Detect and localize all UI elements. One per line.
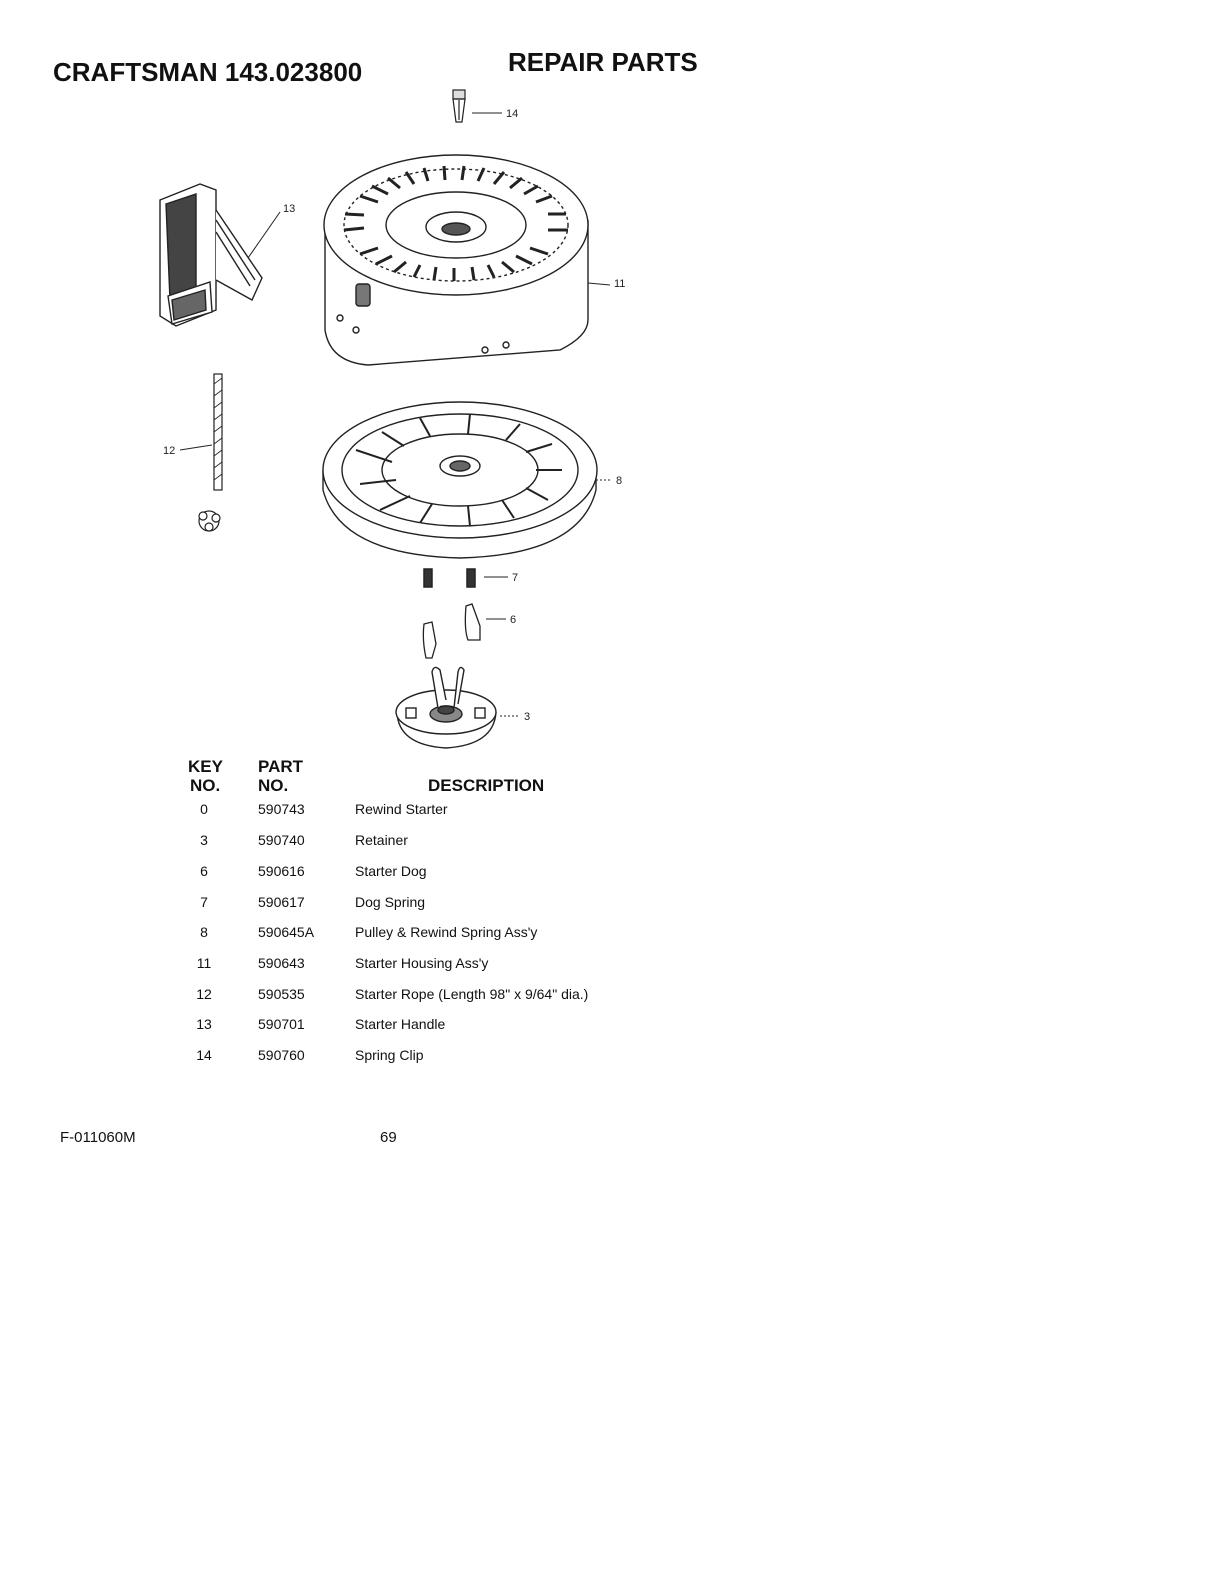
callout-14: 14 (506, 108, 518, 120)
key-number: 8 (200, 924, 208, 940)
part-no-header-line2: NO. (258, 776, 289, 795)
parts-row: 12 590535 Starter Rope (Length 98" x 9/6… (0, 986, 800, 1006)
form-code: F-011060M (60, 1129, 136, 1146)
parts-row: 0 590743 Rewind Starter (0, 801, 800, 821)
spring-clip-part (452, 89, 466, 123)
starter-handle-part (159, 183, 263, 327)
part-number: 590643 (258, 955, 305, 971)
key-number: 3 (200, 832, 208, 848)
part-number: 590760 (258, 1047, 305, 1063)
pulley-part (322, 401, 598, 559)
key-number: 0 (200, 801, 208, 817)
retainer-part (395, 666, 497, 749)
part-description: Starter Rope (Length 98" x 9/64" dia.) (355, 986, 589, 1002)
key-no-header-line2: NO. (190, 776, 221, 795)
callout-13: 13 (283, 203, 295, 215)
part-description: Starter Housing Ass'y (355, 955, 489, 971)
parts-row: 13 590701 Starter Handle (0, 1016, 800, 1036)
part-description: Rewind Starter (355, 801, 448, 817)
part-number: 590743 (258, 801, 305, 817)
part-number: 590535 (258, 986, 305, 1002)
section-title: REPAIR PARTS (508, 47, 698, 77)
part-number: 590645A (258, 924, 315, 940)
starter-housing-part (323, 154, 589, 366)
key-number: 11 (196, 955, 212, 971)
starter-dog-part (422, 603, 481, 659)
part-number: 590701 (258, 1016, 305, 1032)
callout-12: 12 (163, 445, 175, 457)
callout-3: 3 (524, 711, 530, 723)
callout-11: 11 (614, 278, 625, 290)
page-number: 69 (380, 1129, 397, 1146)
callout-8: 8 (616, 475, 622, 487)
key-number: 6 (200, 863, 208, 879)
part-description: Spring Clip (355, 1047, 424, 1063)
key-number: 7 (200, 894, 208, 910)
parts-row: 14 590760 Spring Clip (0, 1047, 800, 1067)
part-no-header-line1: PART (258, 757, 304, 776)
parts-row: 6 590616 Starter Dog (0, 863, 800, 883)
key-number: 13 (196, 1016, 212, 1032)
parts-row: 11 590643 Starter Housing Ass'y (0, 955, 800, 975)
part-description: Dog Spring (355, 894, 426, 910)
key-no-header-line1: KEY (188, 757, 223, 776)
dog-spring-part (423, 568, 476, 588)
callout-6: 6 (510, 614, 516, 626)
key-number: 12 (196, 986, 212, 1002)
callout-7: 7 (512, 572, 518, 584)
parts-row: 7 590617 Dog Spring (0, 894, 800, 914)
description-header: DESCRIPTION (428, 776, 545, 795)
part-number: 590616 (258, 863, 305, 879)
part-number: 590617 (258, 894, 305, 910)
key-number: 14 (196, 1047, 212, 1063)
model-title: CRAFTSMAN 143.023800 (53, 57, 363, 87)
part-description: Starter Dog (355, 863, 427, 879)
parts-row: 8 590645A Pulley & Rewind Spring Ass'y (0, 924, 800, 944)
starter-rope-part (198, 373, 223, 532)
part-number: 590740 (258, 832, 305, 848)
parts-row: 3 590740 Retainer (0, 832, 800, 852)
exploded-parts-diagram: 14 13 (159, 89, 625, 749)
part-description: Pulley & Rewind Spring Ass'y (355, 924, 538, 940)
part-description: Retainer (355, 832, 408, 848)
part-description: Starter Handle (355, 1016, 446, 1032)
